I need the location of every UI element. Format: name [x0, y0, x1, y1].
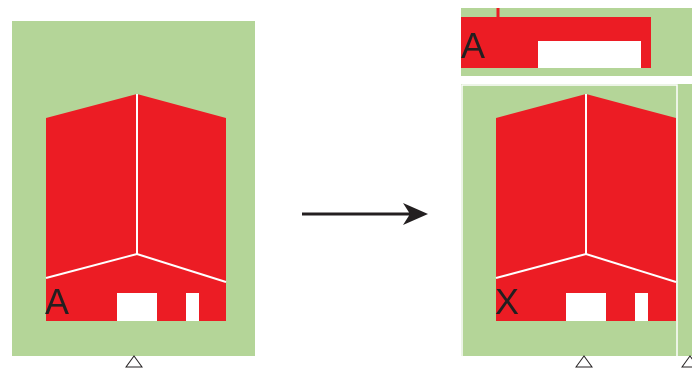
right-window-small — [635, 293, 648, 321]
left-base-line — [45, 252, 227, 283]
left-window-small — [186, 293, 199, 321]
right-building-base — [496, 254, 676, 321]
right-top-window — [538, 41, 641, 68]
triangle-outline-icon — [575, 355, 593, 368]
left-panel: A — [12, 21, 255, 356]
left-panel-label: A — [45, 281, 69, 322]
right-panel: X — [461, 84, 692, 374]
right-arrow-icon — [302, 203, 428, 225]
right-window-large — [566, 293, 606, 321]
left-building-base — [46, 254, 226, 321]
triangle-outline-icon — [125, 355, 143, 368]
right-panel-outline — [461, 84, 678, 374]
right-top-strip: A — [461, 8, 692, 76]
triangle-outline-icon — [681, 355, 692, 368]
right-base-line — [495, 252, 677, 283]
right-panel-label: X — [495, 281, 519, 322]
left-window-large — [117, 293, 157, 321]
right-top-label: A — [461, 25, 485, 66]
